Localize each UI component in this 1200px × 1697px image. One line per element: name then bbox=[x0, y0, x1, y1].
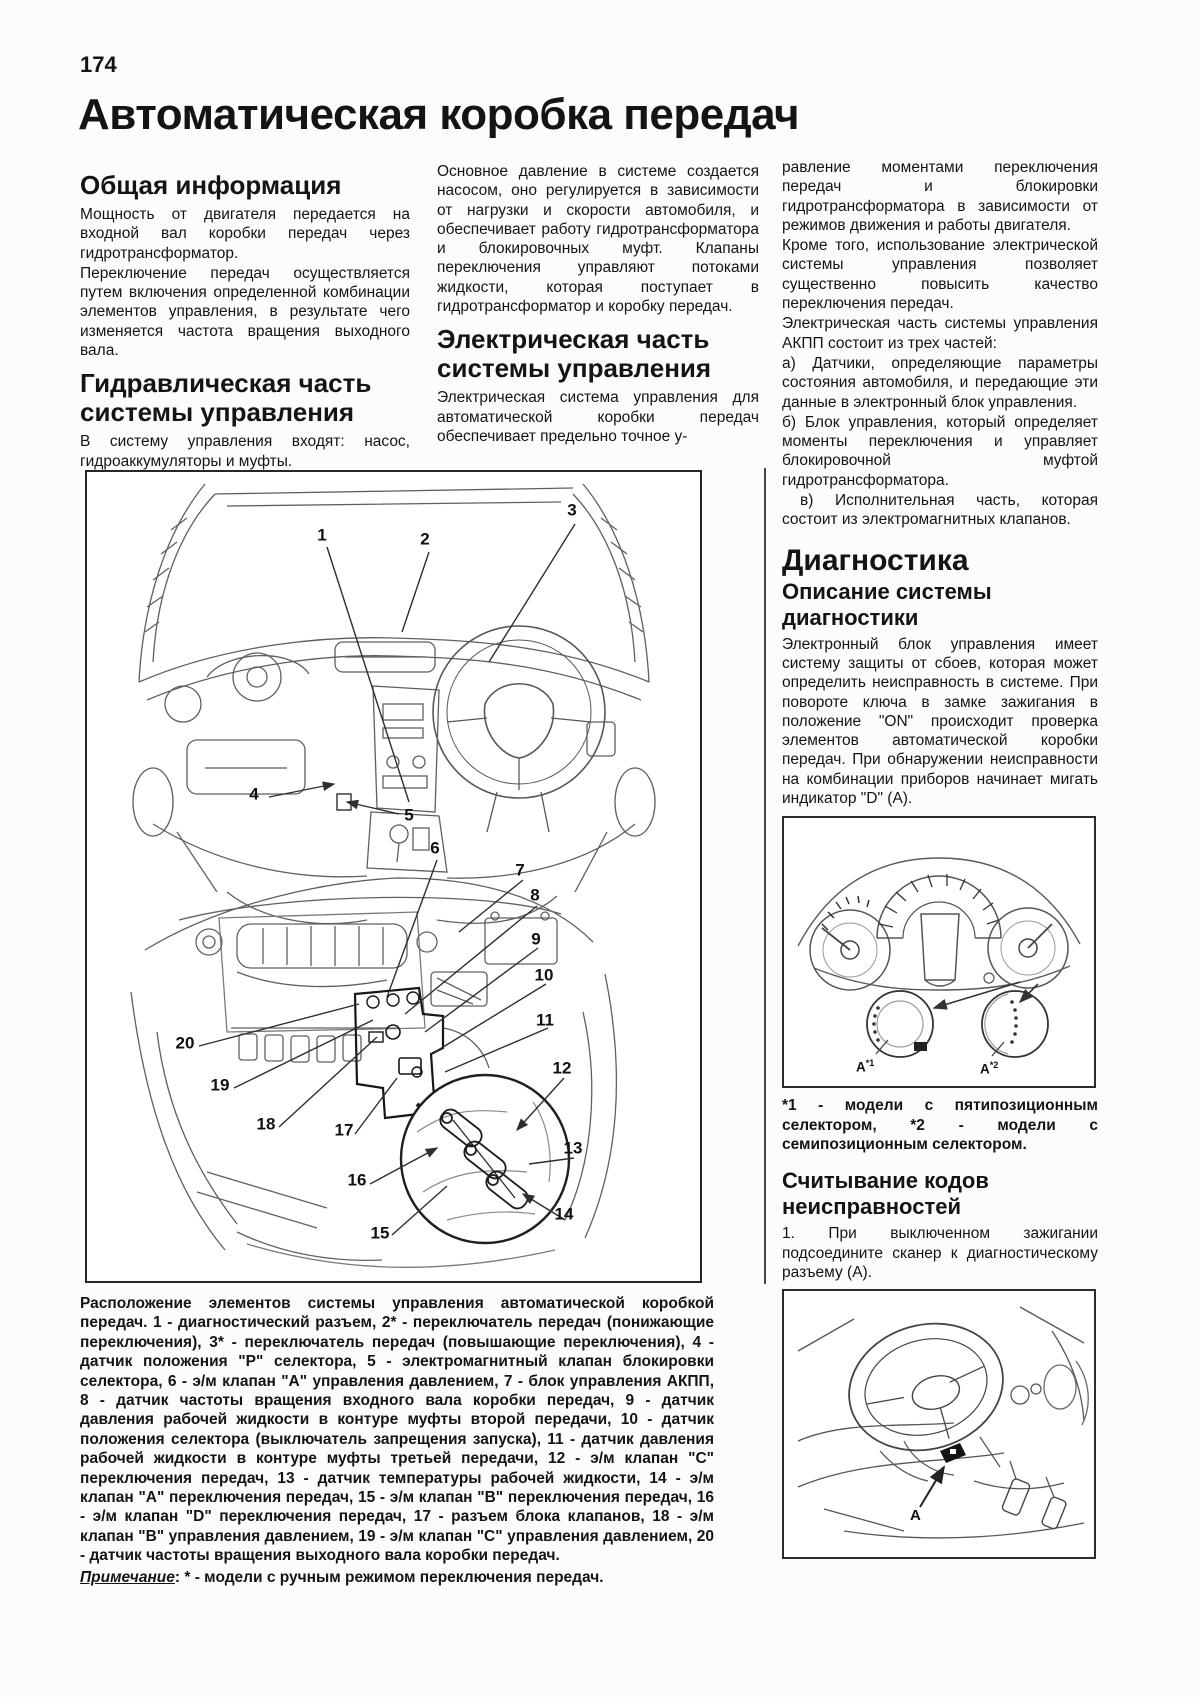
paragraph: Кроме того, использование электрической … bbox=[782, 237, 1098, 313]
callout-5: 5 bbox=[404, 805, 414, 825]
list-item-b: б) Блок управления, который определяет м… bbox=[782, 413, 1098, 489]
heading-diagnostics: Диагностика bbox=[782, 543, 969, 577]
paragraph: Мощность от двигателя передается на вход… bbox=[80, 206, 410, 262]
page-title: Автоматическая коробка передач bbox=[78, 90, 800, 139]
paragraph: Основное давление в системе создается на… bbox=[437, 163, 759, 316]
callout-10: 10 bbox=[534, 965, 554, 985]
list-item-a: а) Датчики, определяющие параметры состо… bbox=[782, 354, 1098, 411]
paragraph: равление моментами переключения передач … bbox=[782, 159, 1098, 234]
callout-8: 8 bbox=[530, 885, 540, 905]
page-number: 174 bbox=[80, 52, 117, 77]
callout-3: 3 bbox=[567, 500, 577, 520]
column-right: равление моментами переключения передач … bbox=[782, 158, 1098, 1560]
heading-general-info: Общая информация bbox=[80, 170, 342, 200]
instrument-cluster-figure: A*1 A*2 bbox=[782, 816, 1096, 1089]
callout-13: 13 bbox=[563, 1138, 583, 1158]
callout-1: 1 bbox=[317, 525, 327, 545]
callout-12: 12 bbox=[552, 1058, 572, 1078]
caption-note: Примечание: * - модели с ручным режимом … bbox=[80, 1568, 714, 1587]
callout-16: 16 bbox=[347, 1170, 367, 1190]
paragraph: Электронный блок управления имеет систем… bbox=[782, 635, 1098, 808]
callout-17: 17 bbox=[334, 1120, 354, 1140]
callout-14: 14 bbox=[554, 1204, 574, 1224]
column-middle: Основное давление в системе создается на… bbox=[437, 162, 759, 447]
diagnostic-connector-diagram bbox=[797, 1306, 1089, 1539]
callout-2: 2 bbox=[420, 529, 430, 549]
main-component-location-figure: 1 2 3 4 5 6 7 8 9 10 11 12 13 14 15 16 1… bbox=[85, 470, 702, 1283]
cluster-figure-caption: *1 - модели с пятипозиционным селектором… bbox=[782, 1097, 1098, 1153]
caption-text: Расположение элементов системы управлени… bbox=[80, 1295, 714, 1565]
diagnostic-connector-figure: А bbox=[782, 1289, 1096, 1560]
cluster-label-a1: A*1 bbox=[856, 1058, 875, 1075]
callout-20: 20 bbox=[175, 1033, 195, 1053]
callout-18: 18 bbox=[256, 1114, 276, 1134]
heading-diagnostics-system: Описание системы диагностики bbox=[782, 578, 992, 630]
fig2-label-a: А bbox=[910, 1507, 921, 1525]
cluster-label-a2: A*2 bbox=[980, 1060, 999, 1077]
callout-9: 9 bbox=[531, 929, 541, 949]
heading-reading-codes: Считывание кодов неисправностей bbox=[782, 1168, 989, 1220]
callout-6: 6 bbox=[430, 838, 440, 858]
list-item-v: в) Исполнительная часть, которая состоит… bbox=[782, 492, 1098, 529]
paragraph: Электрическая часть системы управления А… bbox=[782, 315, 1098, 352]
main-figure-caption: Расположение элементов системы управлени… bbox=[80, 1294, 714, 1587]
note-text: : * - модели с ручным режимом переключен… bbox=[174, 1568, 604, 1586]
heading-electric-part: Электрическая часть системы управления bbox=[437, 324, 712, 384]
paragraph: Переключение передач осуществляется путе… bbox=[80, 264, 410, 360]
heading-hydraulic-part: Гидравлическая часть системы управления bbox=[80, 368, 372, 428]
paragraph: В систему управления входят: насос, гидр… bbox=[80, 433, 410, 470]
dashboard-engine-diagram bbox=[130, 483, 656, 1268]
note-label: Примечание bbox=[80, 1568, 175, 1586]
instrument-cluster-diagram bbox=[797, 857, 1081, 1059]
callout-19: 19 bbox=[210, 1075, 230, 1095]
column-divider bbox=[764, 468, 766, 1284]
column-general-info: Общая информация Мощность от двигателя п… bbox=[80, 162, 410, 472]
callout-4: 4 bbox=[249, 784, 259, 804]
callout-11: 11 bbox=[536, 1010, 554, 1030]
paragraph: Электрическая система управления для авт… bbox=[437, 389, 759, 445]
callout-15: 15 bbox=[370, 1223, 390, 1243]
paragraph: 1. При выключенном зажигании подсоединит… bbox=[782, 1225, 1098, 1281]
callout-7: 7 bbox=[515, 860, 525, 880]
